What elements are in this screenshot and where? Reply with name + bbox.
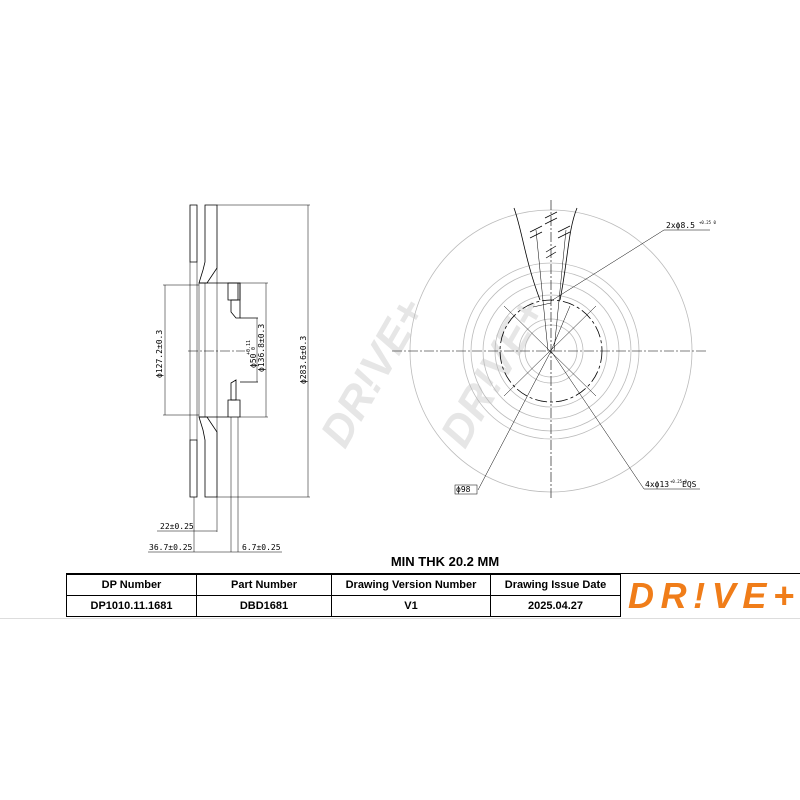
svg-text:DR!VE+: DR!VE+ [311, 290, 435, 455]
header-issue-date: Drawing Issue Date [490, 574, 621, 596]
watermark: DR!VE+ DR!VE+ [311, 290, 555, 455]
callout-4x-suffix: EQS [682, 480, 697, 489]
front-view: 2xϕ8.5 +0.25 0 4xϕ13 +0.25 0 EQS ϕ98 [392, 200, 716, 500]
drive-logo: DR!VE+ [628, 575, 794, 616]
header-dp-number: DP Number [66, 574, 197, 596]
callout-4x-tol: +0.25 0 [670, 479, 687, 484]
dim-50-tol-lower: 0 [251, 347, 257, 350]
callout-2x-tol: +0.25 0 [699, 220, 716, 225]
header-part-number: Part Number [196, 574, 332, 596]
value-version: V1 [331, 595, 491, 617]
callout-pcd: ϕ98 [456, 485, 471, 494]
value-dp-number: DP1010.11.1681 [66, 595, 197, 617]
dim-36: 36.7±0.25 [149, 543, 193, 552]
callout-4x-holes: 4xϕ13 [645, 480, 669, 489]
dim-50-tol-upper: +0.11 [246, 340, 252, 355]
callout-2x-holes: 2xϕ8.5 [666, 221, 695, 230]
dim-283: ϕ283.6±0.3 [299, 336, 308, 384]
title-block-top-border [66, 573, 800, 574]
title-block-value-row: DP1010.11.1681 DBD1681 V1 2025.04.27 [66, 595, 621, 617]
value-issue-date: 2025.04.27 [490, 595, 621, 617]
title-block-header-row: DP Number Part Number Drawing Version Nu… [66, 574, 621, 596]
dim-127: ϕ127.2±0.3 [155, 330, 164, 378]
min-thickness-note: MIN THK 20.2 MM [390, 554, 500, 569]
dim-50: ϕ50 [249, 353, 258, 368]
dim-6: 6.7±0.25 [242, 543, 281, 552]
divider [0, 618, 800, 619]
svg-text:DR!VE+: DR!VE+ [628, 575, 794, 616]
value-part-number: DBD1681 [196, 595, 332, 617]
title-block: DP Number Part Number Drawing Version Nu… [66, 574, 621, 617]
dim-22: 22±0.25 [160, 522, 194, 531]
dim-136: ϕ136.8±0.3 [257, 324, 266, 372]
side-section-view: ϕ127.2±0.3 ϕ50 +0.11 0 ϕ136.8±0.3 ϕ283.6… [148, 204, 310, 553]
header-version: Drawing Version Number [331, 574, 491, 596]
